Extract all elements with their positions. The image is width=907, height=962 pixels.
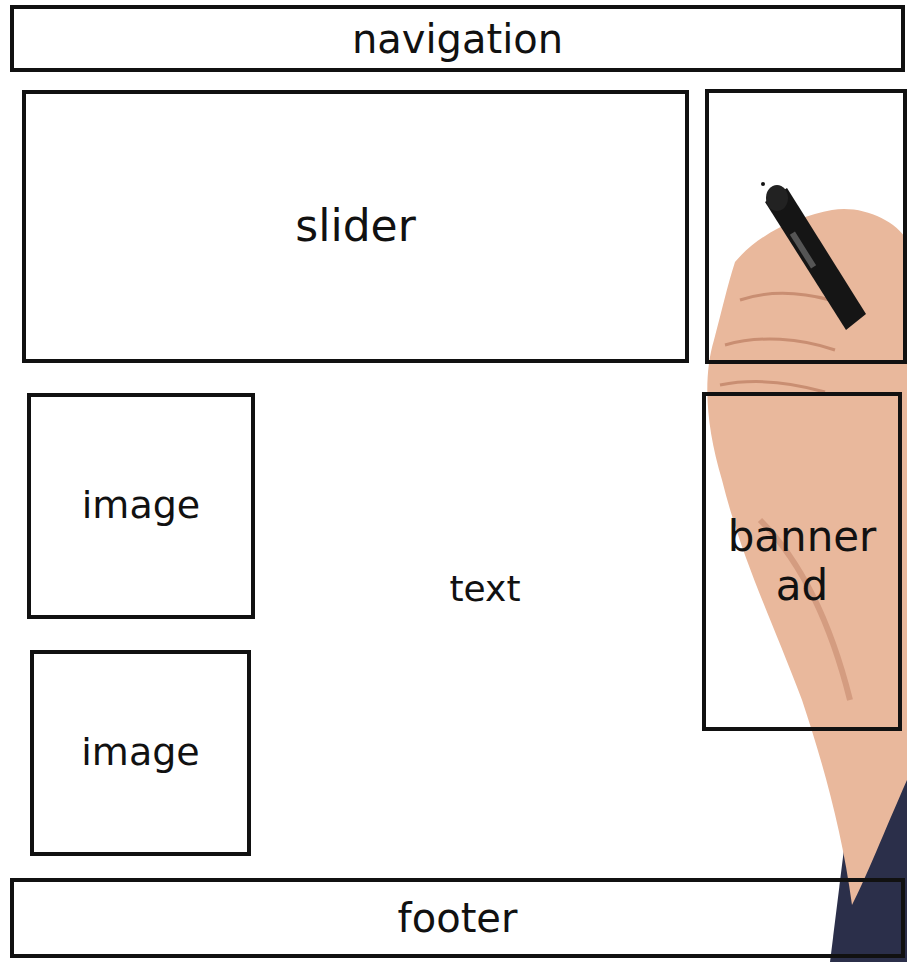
marker-highlight [790, 231, 816, 268]
navigation-bar: navigation [10, 5, 905, 72]
finger-crease [720, 381, 825, 392]
box-label: footer [398, 895, 518, 941]
box-label: banner ad [706, 513, 898, 610]
box-label: image [81, 731, 199, 775]
pen-dot [761, 182, 765, 186]
footer-bar: footer [10, 878, 905, 958]
finger-crease [740, 293, 830, 300]
image-box: image [30, 650, 251, 856]
box-label: slider [295, 201, 415, 252]
banner-ad-box: banner ad [702, 392, 902, 731]
text-area-label: text [449, 568, 520, 609]
box-label: image [82, 484, 200, 528]
box-label: navigation [352, 16, 563, 62]
finger-crease [725, 339, 835, 350]
image-box: image [27, 393, 255, 619]
empty-box [707, 91, 905, 362]
marker-tip [766, 185, 788, 211]
slider-box: slider [22, 90, 689, 363]
